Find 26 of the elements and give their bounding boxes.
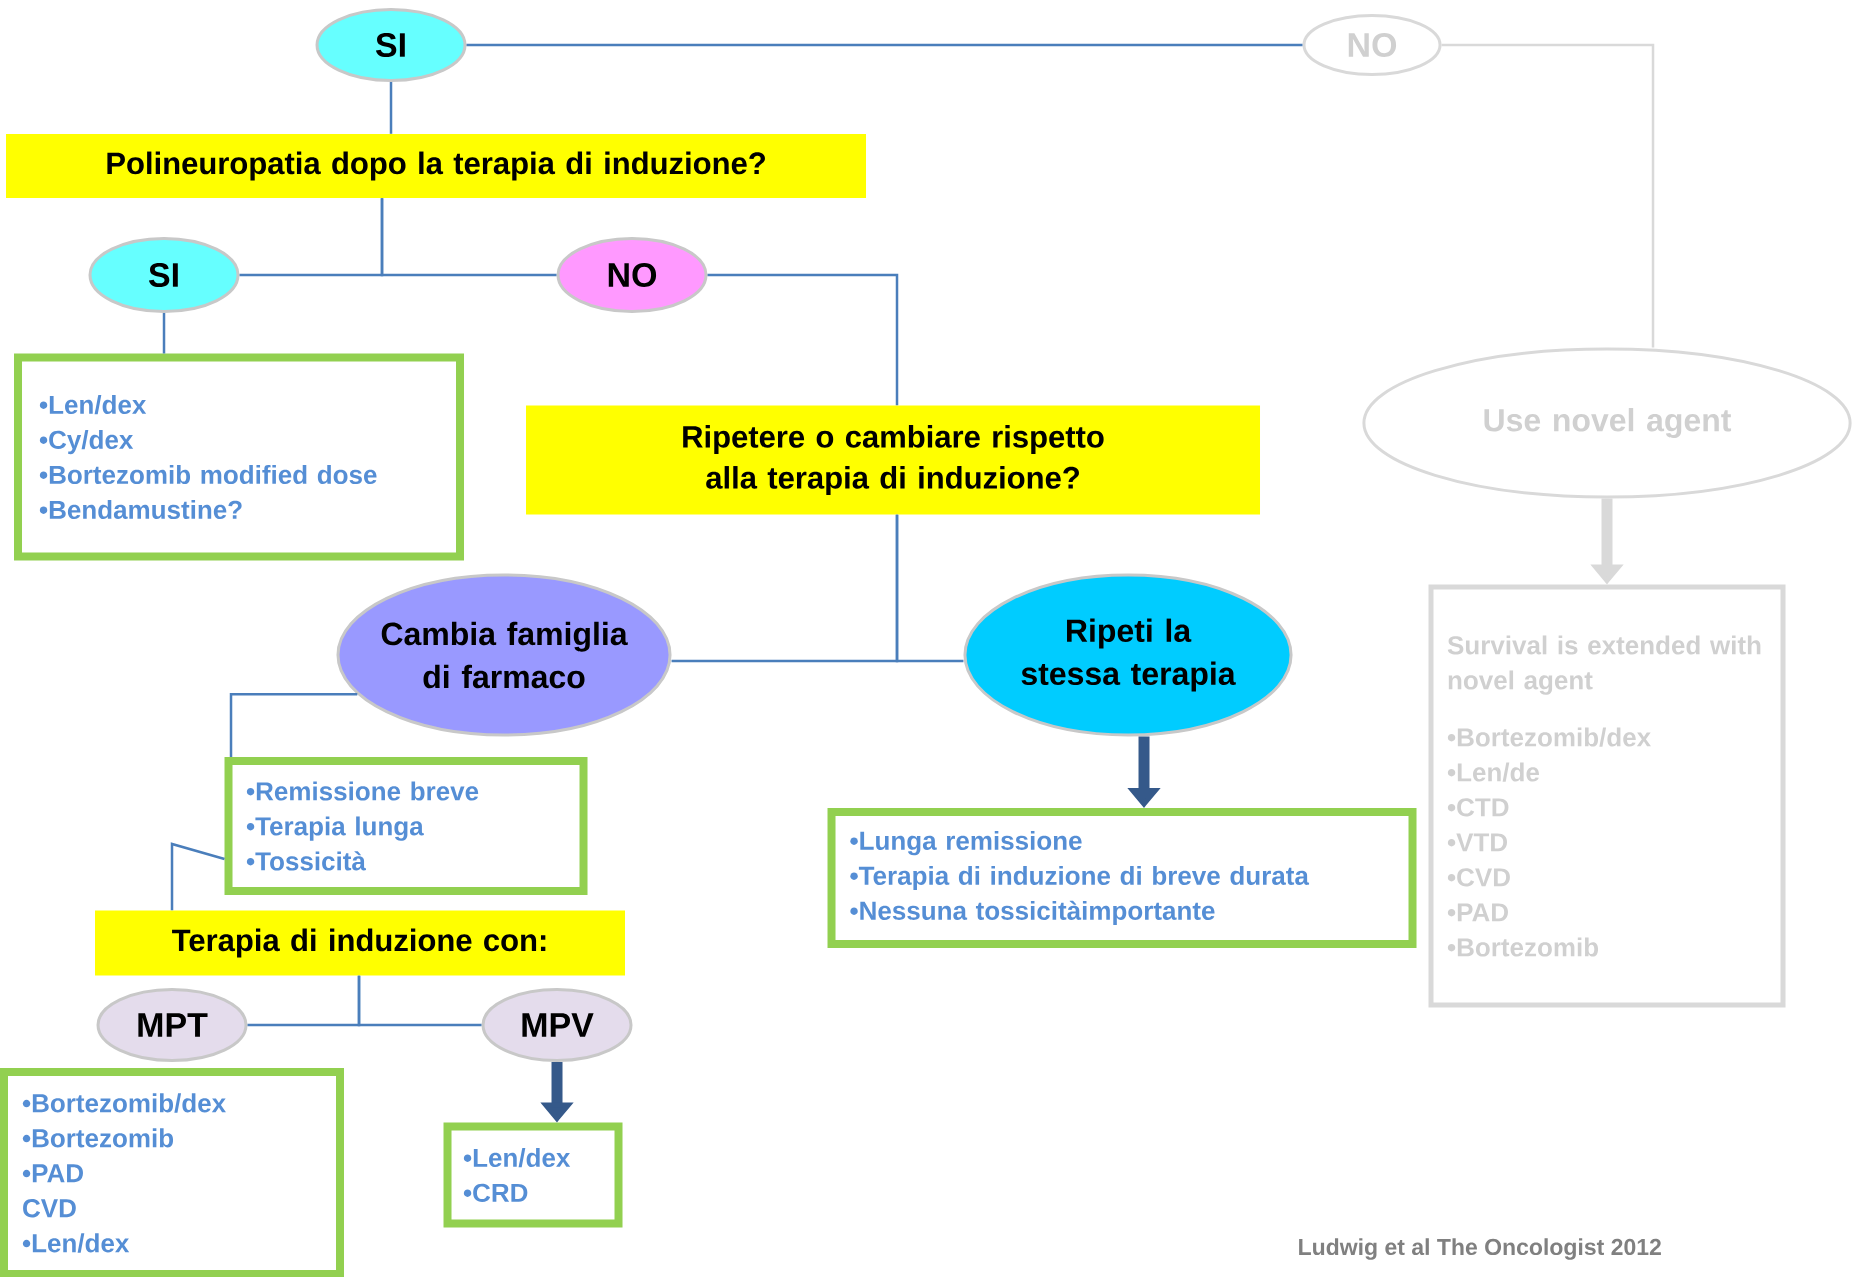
option-list-box: •Lunga remissione •Terapia di induzione di breve durata •Nessuna tossicitàimportante bbox=[827, 808, 1417, 948]
answer-oval: SI bbox=[88, 237, 240, 313]
connector-line bbox=[229, 693, 358, 757]
answer-oval: NO bbox=[556, 237, 708, 313]
question-banner: Polineuropatia dopo la terapia di induzione? bbox=[6, 134, 866, 198]
connector-line bbox=[380, 198, 557, 277]
regimen-oval: MPT bbox=[96, 988, 248, 1062]
connector-line bbox=[170, 842, 225, 911]
connector-line bbox=[357, 975, 482, 1027]
connector-line bbox=[389, 82, 393, 134]
connector-line bbox=[707, 273, 899, 406]
connector-line bbox=[162, 313, 166, 354]
question-banner: Ripetere o cambiare rispetto alla terapia di induzione? bbox=[526, 405, 1260, 515]
connector-line bbox=[466, 43, 1303, 47]
option-list-box: •Len/dex •CRD bbox=[443, 1122, 623, 1228]
answer-oval: SI bbox=[315, 8, 467, 82]
connector-line bbox=[895, 514, 964, 663]
choice-oval: Ripeti la stessa terapia bbox=[963, 573, 1293, 737]
choice-oval: Cambia famiglia di farmaco bbox=[336, 573, 672, 737]
question-banner: Terapia di induzione con: bbox=[95, 910, 625, 976]
regimen-oval: MPV bbox=[481, 988, 633, 1062]
option-list-box: •Bortezomib/dex •Bortezomib •PAD CVD •Len/dex bbox=[0, 1068, 344, 1277]
connector-line bbox=[1441, 43, 1655, 348]
citation: Ludwig et al The Oncologist 2012 bbox=[1299, 1238, 1661, 1260]
option-list-box: •Remissione breve •Terapia lunga •Tossicità bbox=[224, 757, 588, 895]
option-list-box: •Len/dex •Cy/dex •Bortezomib modified dose •Bendamustine? bbox=[14, 353, 464, 561]
